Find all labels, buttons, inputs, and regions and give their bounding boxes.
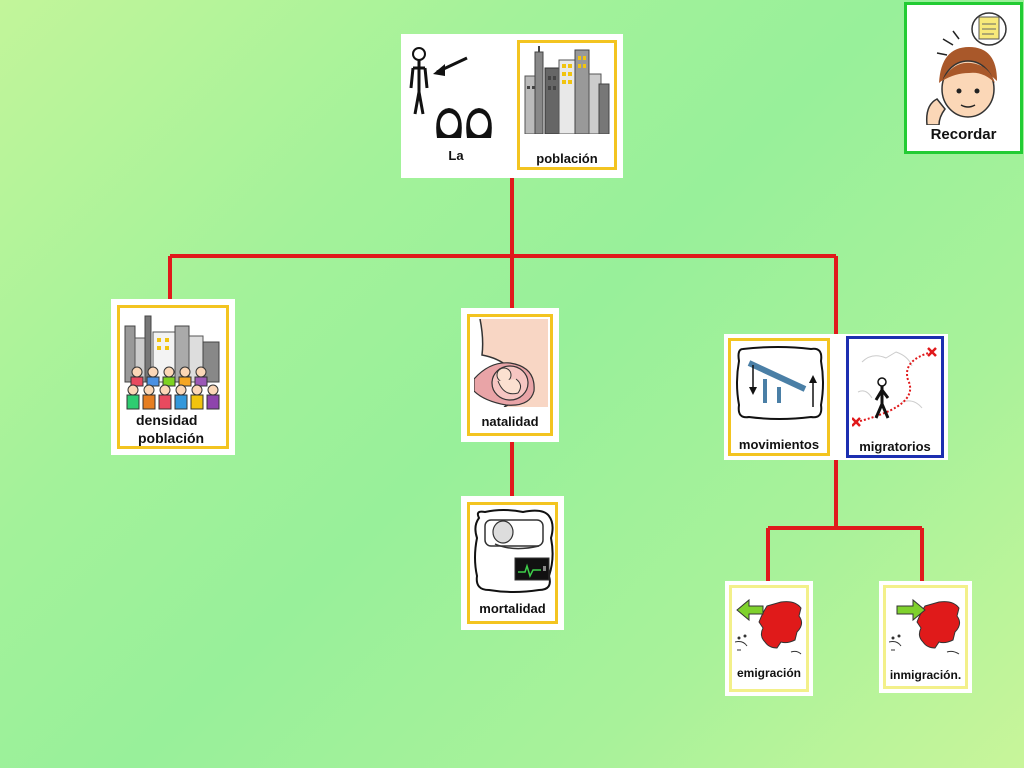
immigration-arrow-map-icon (889, 598, 961, 655)
mortalidad-card[interactable]: mortalidad (461, 496, 564, 630)
root-word-la: La (448, 148, 464, 163)
emigration-arrow-map-icon (735, 598, 803, 655)
pregnancy-icon (474, 319, 548, 407)
recordar-label: Recordar (930, 126, 997, 143)
natalidad-inner: natalidad (467, 314, 553, 436)
movimientos-inner: movimientos (728, 338, 830, 456)
crowd-city-icon (124, 315, 220, 410)
recordar-card[interactable]: Recordar (904, 2, 1023, 154)
inmigracion-label: inmigración. (889, 668, 962, 682)
mortalidad-inner: mortalidad (467, 502, 558, 624)
seesaw-icon (736, 346, 824, 420)
inmigracion-inner: inmigración. (883, 585, 968, 689)
migratorios-inner: migratorios (846, 336, 944, 458)
mortalidad-label: mortalidad (479, 601, 546, 616)
poblacion-card: población (517, 40, 617, 170)
natalidad-card[interactable]: natalidad (461, 308, 559, 442)
remember-thinking-icon (925, 12, 1007, 125)
people-pointing-icon (409, 47, 492, 138)
densidad-label-line2: población (138, 430, 205, 446)
natalidad-label: natalidad (481, 414, 539, 429)
movimientos-migratorios-card[interactable]: movimientos migratorios (724, 334, 948, 460)
root-card[interactable]: La población (401, 34, 623, 178)
emigracion-card[interactable]: emigración (725, 581, 813, 696)
densidad-label-line1: densidad (136, 412, 198, 428)
densidad-inner: densidad población (117, 305, 229, 449)
movimientos-label: movimientos (738, 437, 820, 452)
root-word-poblacion: población (536, 151, 598, 166)
emigracion-label: emigración (736, 666, 802, 680)
inmigracion-card[interactable]: inmigración. (879, 581, 972, 693)
emigracion-inner: emigración (729, 585, 809, 692)
migratorios-label: migratorios (859, 439, 931, 454)
migration-route-icon (852, 347, 937, 427)
city-buildings-icon (524, 46, 610, 134)
densidad-card[interactable]: densidad población (111, 299, 235, 455)
hospital-bed-monitor-icon (474, 509, 554, 593)
